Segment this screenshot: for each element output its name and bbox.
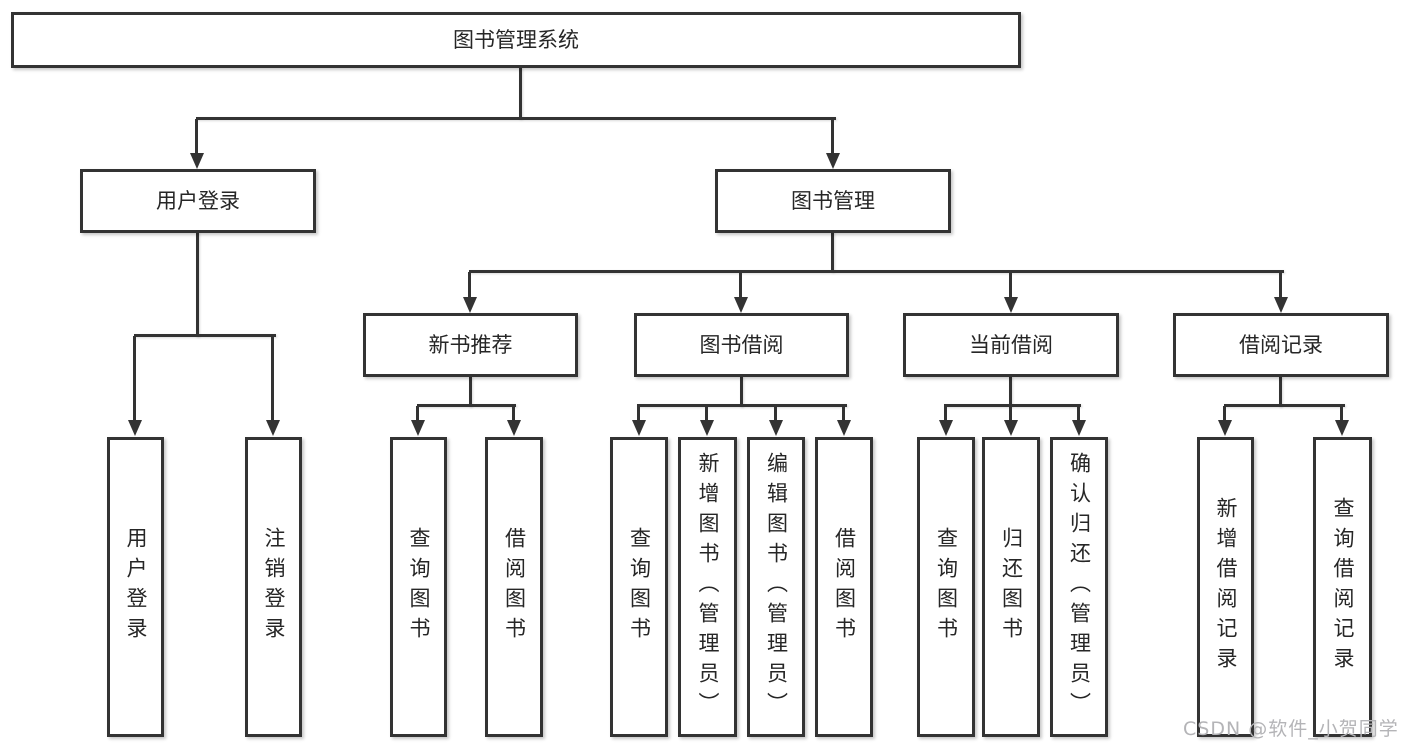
node-borrow-books-recommend: 借阅图书 [485, 437, 543, 737]
node-user-login-label: 用户登录 [156, 188, 240, 213]
edge-book-borrowing-stem [740, 376, 743, 407]
node-new-book-recommend: 新书推荐 [363, 313, 578, 377]
edge-new-book-recommend-stem [469, 376, 472, 407]
arrow-to-confirm-return-admin-icon [1072, 406, 1086, 436]
edge-root-bar [196, 117, 836, 120]
node-return-books-label: 归还图书 [999, 527, 1024, 647]
arrow-to-borrow-books-recommend-icon [507, 406, 521, 436]
node-query-books-borrowing: 查询图书 [610, 437, 668, 737]
arrow-to-logout-icon [266, 336, 280, 436]
csdn-watermark: CSDN @软件_小贺同学 [1183, 718, 1399, 740]
node-book-borrowing: 图书借阅 [634, 313, 849, 377]
node-new-book-recommend-label: 新书推荐 [428, 332, 513, 357]
node-return-books: 归还图书 [982, 437, 1040, 737]
arrow-to-user-login-icon [190, 119, 204, 169]
node-query-borrow-record: 查询借阅记录 [1313, 437, 1372, 737]
node-logout: 注销登录 [245, 437, 302, 737]
arrow-to-query-books-borrowing-icon [632, 406, 646, 436]
arrow-to-book-management-icon [826, 119, 840, 169]
edge-new-book-recommend-bar [417, 404, 516, 407]
edge-book-borrowing-bar [637, 404, 847, 407]
node-borrow-books-borrowing: 借阅图书 [815, 437, 873, 737]
edge-book-management-bar [469, 270, 1284, 273]
node-book-management-label: 图书管理 [791, 188, 875, 213]
node-add-borrow-record-label: 新增借阅记录 [1214, 497, 1238, 677]
node-root-label: 图书管理系统 [453, 27, 579, 52]
node-edit-books-admin-label: 编辑图书（管理员） [764, 452, 789, 722]
node-user-login: 用户登录 [80, 169, 316, 233]
arrow-to-return-books-icon [1004, 406, 1018, 436]
arrow-to-query-borrow-record-icon [1335, 406, 1349, 436]
node-user-login-leaf-label: 用户登录 [124, 527, 148, 647]
arrow-to-new-book-recommend-icon [463, 272, 477, 313]
node-book-management: 图书管理 [715, 169, 951, 233]
node-borrowing-records-label: 借阅记录 [1239, 332, 1323, 357]
edge-user-login-bar [134, 334, 276, 337]
node-query-borrow-record-label: 查询借阅记录 [1331, 497, 1355, 677]
edge-current-borrowing-stem [1009, 376, 1012, 407]
node-add-borrow-record: 新增借阅记录 [1197, 437, 1254, 737]
node-add-books-admin-label: 新增图书（管理员） [696, 452, 720, 722]
arrow-to-add-borrow-record-icon [1218, 406, 1232, 436]
edge-root-stem [519, 67, 522, 119]
node-query-books-current: 查询图书 [917, 437, 975, 737]
edge-current-borrowing-bar [944, 404, 1081, 407]
node-root: 图书管理系统 [11, 12, 1021, 68]
edge-book-management-stem [831, 232, 834, 272]
node-user-login-leaf: 用户登录 [107, 437, 164, 737]
arrow-to-borrow-books-borrowing-icon [837, 406, 851, 436]
node-borrowing-records: 借阅记录 [1173, 313, 1389, 377]
arrow-to-book-borrowing-icon [734, 272, 748, 313]
node-book-borrowing-label: 图书借阅 [699, 332, 784, 357]
node-confirm-return-admin-label: 确认归还（管理员） [1067, 452, 1092, 722]
arrow-to-query-books-recommend-icon [411, 406, 425, 436]
node-query-books-recommend: 查询图书 [390, 437, 447, 737]
node-logout-label: 注销登录 [262, 527, 286, 647]
node-confirm-return-admin: 确认归还（管理员） [1050, 437, 1108, 737]
node-query-books-recommend-label: 查询图书 [407, 527, 431, 647]
arrow-to-user-login-leaf-icon [128, 336, 142, 436]
arrow-to-add-books-admin-icon [700, 406, 714, 436]
edge-borrowing-records-bar [1224, 404, 1345, 407]
arrow-to-query-books-current-icon [939, 406, 953, 436]
node-edit-books-admin: 编辑图书（管理员） [747, 437, 805, 737]
node-current-borrowing-label: 当前借阅 [969, 332, 1053, 357]
edge-user-login-stem [196, 232, 199, 337]
node-current-borrowing: 当前借阅 [903, 313, 1119, 377]
node-query-books-current-label: 查询图书 [934, 527, 959, 647]
node-borrow-books-recommend-label: 借阅图书 [502, 527, 527, 647]
arrow-to-borrowing-records-icon [1274, 272, 1288, 313]
node-borrow-books-borrowing-label: 借阅图书 [832, 527, 857, 647]
node-query-books-borrowing-label: 查询图书 [627, 527, 652, 647]
edge-borrowing-records-stem [1279, 376, 1282, 407]
node-add-books-admin: 新增图书（管理员） [678, 437, 737, 737]
arrow-to-current-borrowing-icon [1004, 272, 1018, 313]
arrow-to-edit-books-admin-icon [769, 406, 783, 436]
